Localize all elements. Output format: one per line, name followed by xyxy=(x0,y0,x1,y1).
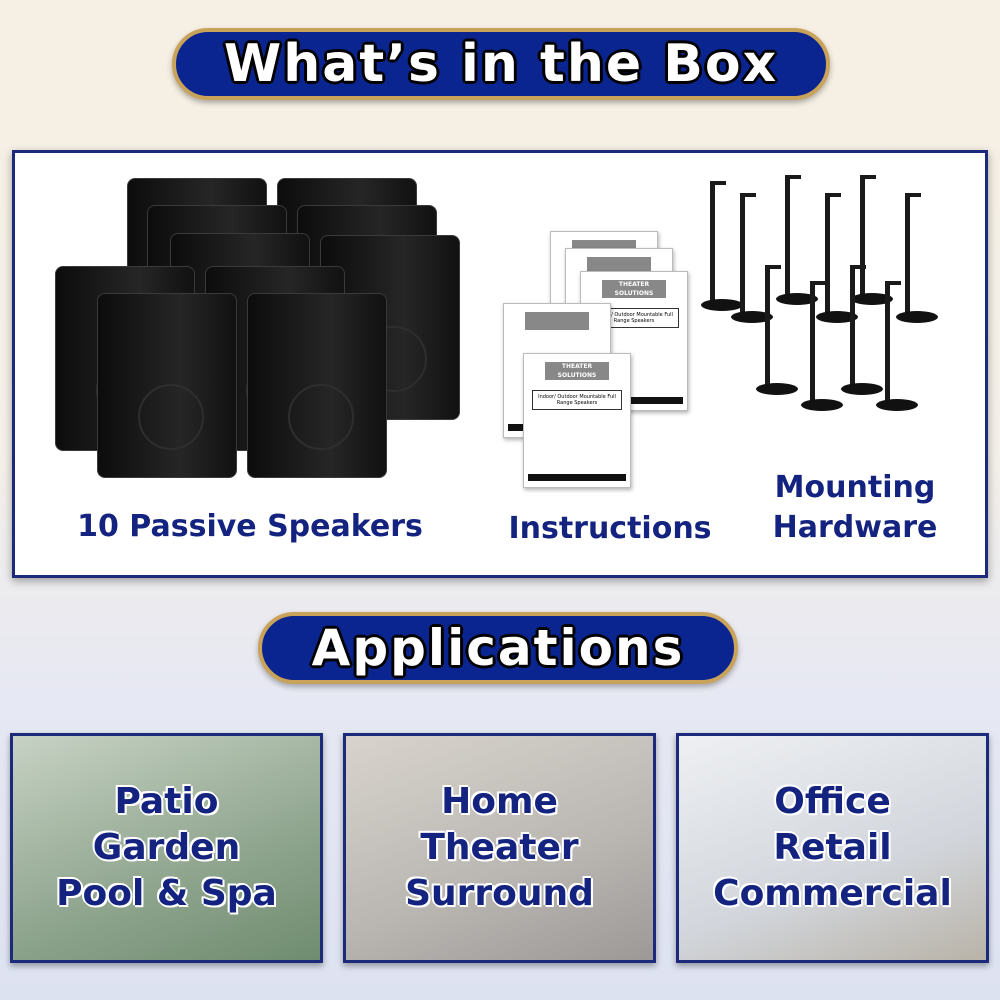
speaker xyxy=(247,293,387,478)
header-banner: What’s in the Box xyxy=(172,28,830,100)
instructions-label: Instructions xyxy=(508,511,712,546)
speakers-label: 10 Passive Speakers xyxy=(77,509,423,544)
speaker xyxy=(97,293,237,478)
applications-title: Applications xyxy=(311,619,685,677)
applications-banner: Applications xyxy=(258,612,738,684)
manual-title: Indoor/ Outdoor Mountable Full Range Spe… xyxy=(532,390,622,410)
header-title: What’s in the Box xyxy=(223,34,779,94)
